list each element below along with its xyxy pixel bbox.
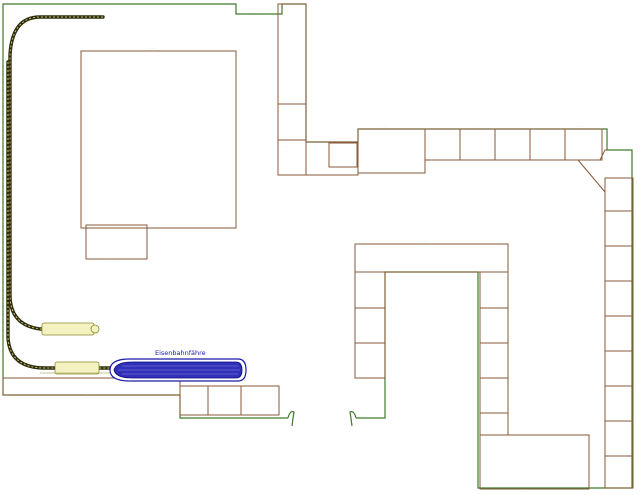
svg-text:··· ···: ··· ··· [520, 489, 527, 493]
outer-wall [2, 3, 633, 489]
door-arc-right [349, 411, 357, 427]
switch-part [54, 361, 100, 375]
room-link [305, 141, 359, 176]
corner-edge [578, 149, 607, 161]
room-t5 [564, 128, 603, 161]
room-bottom-right [479, 434, 590, 490]
svg-text:··· ···: ··· ··· [575, 124, 582, 128]
column-top [277, 3, 307, 105]
buffer-stop-icon [90, 324, 100, 334]
outer-walls [2, 3, 633, 489]
u-left-rooms [354, 271, 386, 379]
right-column-rooms [604, 177, 634, 489]
room-u-top [354, 243, 509, 273]
column-low [277, 139, 307, 176]
room-b3 [240, 385, 280, 416]
track-branch [6, 60, 130, 370]
u-right-rooms [479, 271, 509, 436]
room-t2 [459, 128, 496, 161]
dimension-marks: ··· ··· ··· ··· ··· ··· ··· ··· ··· ··· … [85, 9, 582, 493]
railway-track [6, 15, 130, 375]
room-t4 [529, 128, 566, 161]
svg-text:··· ···: ··· ··· [420, 239, 427, 243]
room-b2 [207, 385, 242, 416]
room-small-hall [85, 224, 148, 260]
turntable-part [41, 322, 95, 336]
svg-text:··· ···: ··· ··· [285, 144, 292, 148]
door-arc-left [287, 411, 295, 427]
svg-text:··· ···: ··· ··· [85, 395, 92, 399]
room-b1 [179, 385, 209, 416]
svg-text:··· ···: ··· ··· [255, 9, 262, 13]
room-top-wide [357, 128, 426, 174]
svg-text:··· ···: ··· ··· [148, 46, 155, 50]
corner-diagonal [577, 159, 606, 193]
svg-text:··· ···: ··· ··· [380, 124, 387, 128]
track-main [8, 15, 105, 331]
ferry-label: Eisenbahnfähre [155, 349, 206, 357]
svg-text:··· ···: ··· ··· [470, 124, 477, 128]
svg-text:··· ···: ··· ··· [110, 259, 117, 263]
room-t3 [494, 128, 531, 161]
column-mid [277, 103, 307, 141]
room-t1 [424, 128, 461, 161]
room-link-inner [328, 142, 358, 168]
railway-ferry: Eisenbahnfähre [109, 349, 247, 382]
rooms [2, 3, 634, 490]
svg-text:··· ···: ··· ··· [110, 220, 117, 224]
hall-large [80, 50, 237, 229]
